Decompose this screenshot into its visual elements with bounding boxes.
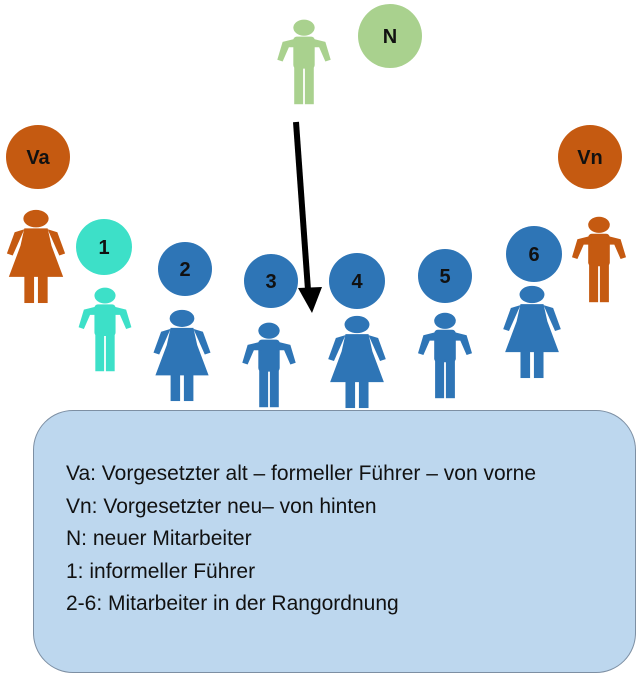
person-1: 1 bbox=[76, 219, 132, 372]
label-circle-3 bbox=[244, 254, 298, 308]
person-icon bbox=[277, 19, 331, 105]
person-in-dress-icon bbox=[153, 309, 211, 402]
label-text-4: 4 bbox=[351, 271, 363, 293]
person-icon bbox=[418, 312, 472, 399]
person-icon bbox=[78, 287, 132, 372]
person-vn: Vn bbox=[558, 125, 626, 303]
person-3: 3 bbox=[242, 254, 298, 408]
person-in-dress-icon bbox=[503, 285, 561, 379]
person-2: 2 bbox=[153, 242, 212, 402]
label-text-2: 2 bbox=[179, 259, 190, 281]
person-icon bbox=[572, 216, 626, 303]
arrow-head bbox=[298, 287, 322, 313]
label-text-1: 1 bbox=[98, 237, 109, 259]
arrow-shaft bbox=[293, 121, 311, 291]
label-text-n: N bbox=[383, 26, 397, 48]
label-circle-5 bbox=[418, 249, 472, 303]
person-in-dress-icon bbox=[6, 209, 66, 304]
label-circle-n bbox=[358, 4, 422, 68]
person-4: 4 bbox=[328, 253, 386, 409]
label-circle-6 bbox=[506, 226, 562, 282]
label-text-va: Va bbox=[26, 147, 50, 169]
person-icon bbox=[242, 322, 296, 408]
person-6: 6 bbox=[503, 226, 562, 379]
person-5: 5 bbox=[418, 249, 472, 399]
person-va: Va bbox=[6, 125, 70, 304]
label-circle-va bbox=[6, 125, 70, 189]
legend-item-1: 1: informeller Führer bbox=[66, 559, 256, 583]
label-circle-1 bbox=[76, 219, 132, 275]
legend-item-2-6: 2-6: Mitarbeiter in der Rangordnung bbox=[66, 592, 399, 615]
legend-item-n: N: neuer Mitarbeiter bbox=[66, 527, 252, 550]
label-circle-vn bbox=[558, 125, 622, 189]
legend-item-vn: Vn: Vorgesetzter neu– von hinten bbox=[66, 494, 377, 518]
legend-list: Va: Vorgesetzter alt – formeller Führer … bbox=[66, 458, 536, 621]
legend-item-va: Va: Vorgesetzter alt – formeller Führer … bbox=[66, 462, 536, 485]
person-in-dress-icon bbox=[328, 315, 386, 409]
label-text-5: 5 bbox=[439, 266, 450, 288]
person-n: N bbox=[277, 4, 422, 105]
label-text-vn: Vn bbox=[577, 147, 603, 169]
label-circle-4 bbox=[329, 253, 385, 309]
label-text-6: 6 bbox=[528, 244, 539, 266]
label-circle-2 bbox=[158, 242, 212, 296]
label-text-3: 3 bbox=[265, 271, 276, 293]
legend-box bbox=[33, 410, 636, 673]
